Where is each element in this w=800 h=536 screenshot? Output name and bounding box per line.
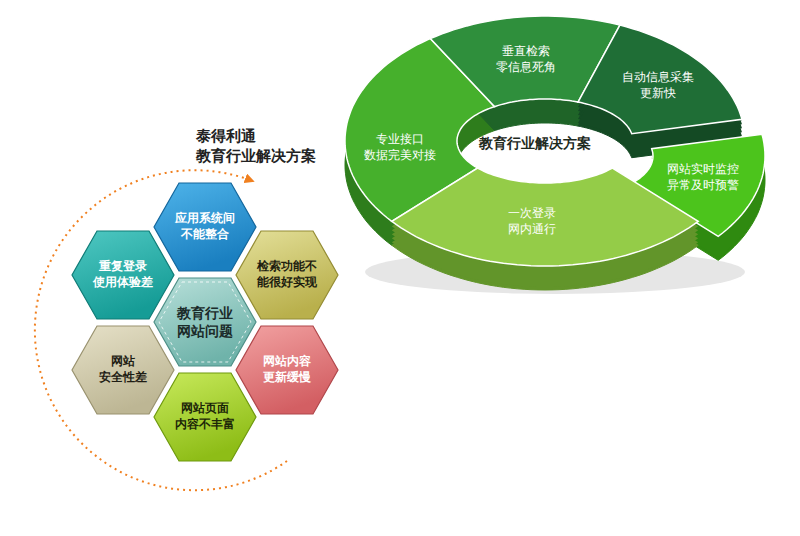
segment-label: 一次登录 网内通行 — [508, 206, 556, 237]
problem-hexagon: 网站页面 内容不丰富 — [152, 371, 258, 463]
hexagon-label: 应用系统间 不能整合 — [175, 211, 235, 242]
hexagon-outline — [154, 183, 256, 271]
problem-hexagon: 应用系统间 不能整合 — [152, 181, 258, 273]
hexagon-outline — [154, 373, 256, 461]
segment-label: 专业接口 数据完美对接 — [364, 132, 436, 163]
dotted-arc — [35, 170, 287, 490]
problem-hexagon: 教育行业 网站问题 — [152, 276, 258, 368]
solution-ring: 教育行业解决方案 专业接口 数据完美对接 垂直检索 零信息死角自动信息采集 更新快网… — [340, 6, 790, 311]
segment-top — [578, 25, 742, 134]
hexagon-label: 重复登录 使用体验差 — [93, 259, 153, 290]
hexagon-label: 网站页面 内容不丰富 — [175, 401, 235, 432]
diagram-title: 泰得利通 教育行业解决方案 — [196, 126, 316, 167]
ring-sides — [345, 17, 765, 290]
segment-top — [392, 168, 698, 266]
hexagon-inner-dash — [159, 282, 251, 362]
ring-tops — [345, 16, 765, 266]
problem-hexagon: 网站 安全性差 — [70, 324, 176, 416]
hexagon-label: 教育行业 网站问题 — [177, 304, 233, 340]
problem-hexagon: 网站内容 更新缓慢 — [234, 324, 340, 416]
hexagon-shape — [152, 276, 258, 368]
hexagon-outline — [72, 231, 174, 319]
hexagon-outline — [154, 278, 256, 366]
hexagon-label: 网站内容 更新缓慢 — [263, 354, 311, 385]
hexagon-outline — [236, 231, 338, 319]
ring-center-label: 教育行业解决方案 — [479, 134, 591, 152]
hexagon-label: 网站 安全性差 — [99, 354, 147, 385]
problem-hexagon: 重复登录 使用体验差 — [70, 229, 176, 321]
problem-hexagon: 检索功能不 能很好实现 — [234, 229, 340, 321]
hexagon-outline — [72, 326, 174, 414]
hexagon-label: 检索功能不 能很好实现 — [257, 259, 317, 290]
hexagon-outline — [236, 326, 338, 414]
segment-label: 垂直检索 零信息死角 — [496, 44, 556, 75]
segment-label: 自动信息采集 更新快 — [622, 70, 694, 101]
segment-label: 网站实时监控 异常及时预警 — [667, 162, 739, 193]
